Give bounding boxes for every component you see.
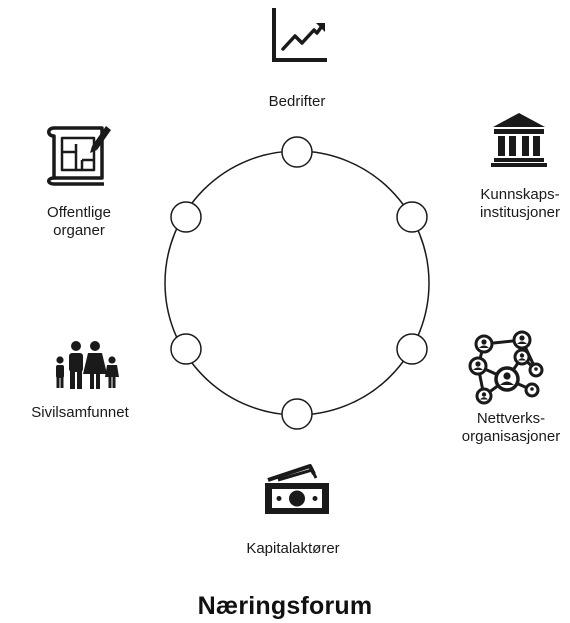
ring-circle: [164, 150, 430, 416]
node-bedrifter: [281, 136, 313, 168]
line-chart-icon: [270, 8, 328, 64]
label-kunnskapsinstitusjoner-line2: institusjoner: [479, 204, 561, 221]
label-bedrifter-text: Bedrifter: [268, 93, 326, 110]
money-bill-icon: [262, 462, 332, 518]
label-kapitalaktorer: Kapitalaktører: [246, 540, 339, 558]
label-kapitalaktorer-text: Kapitalaktører: [246, 540, 340, 557]
institution-building-icon: [490, 110, 548, 168]
node-kunnskapsinstitusjoner: [396, 201, 428, 233]
node-nettverksorganisasjoner: [396, 333, 428, 365]
label-offentlige-organer: Offentlige organer: [47, 204, 111, 240]
blueprint-plan-icon: [44, 122, 114, 186]
label-kunnskapsinstitusjoner-line1: Kunnskaps-: [480, 186, 560, 203]
diagram-title: Næringsforum: [197, 592, 373, 620]
network-people-icon: [464, 330, 544, 406]
label-offentlige-organer-line2: organer: [53, 222, 105, 239]
label-nettverksorganisasjoner-line1: Nettverks-: [476, 410, 546, 427]
label-bedrifter: Bedrifter: [269, 93, 326, 111]
node-offentlige-organer: [170, 201, 202, 233]
node-kapitalaktorer: [281, 398, 313, 430]
label-kunnskapsinstitusjoner: Kunnskaps- institusjoner: [480, 186, 560, 222]
label-nettverksorganisasjoner: Nettverks- organisasjoner: [462, 410, 560, 446]
label-sivilsamfunnet-text: Sivilsamfunnet: [31, 404, 129, 421]
label-nettverksorganisasjoner-line2: organisasjoner: [461, 428, 561, 445]
label-offentlige-organer-line1: Offentlige: [47, 204, 111, 221]
node-sivilsamfunnet: [170, 333, 202, 365]
family-icon: [52, 340, 122, 390]
label-sivilsamfunnet: Sivilsamfunnet: [31, 404, 129, 422]
